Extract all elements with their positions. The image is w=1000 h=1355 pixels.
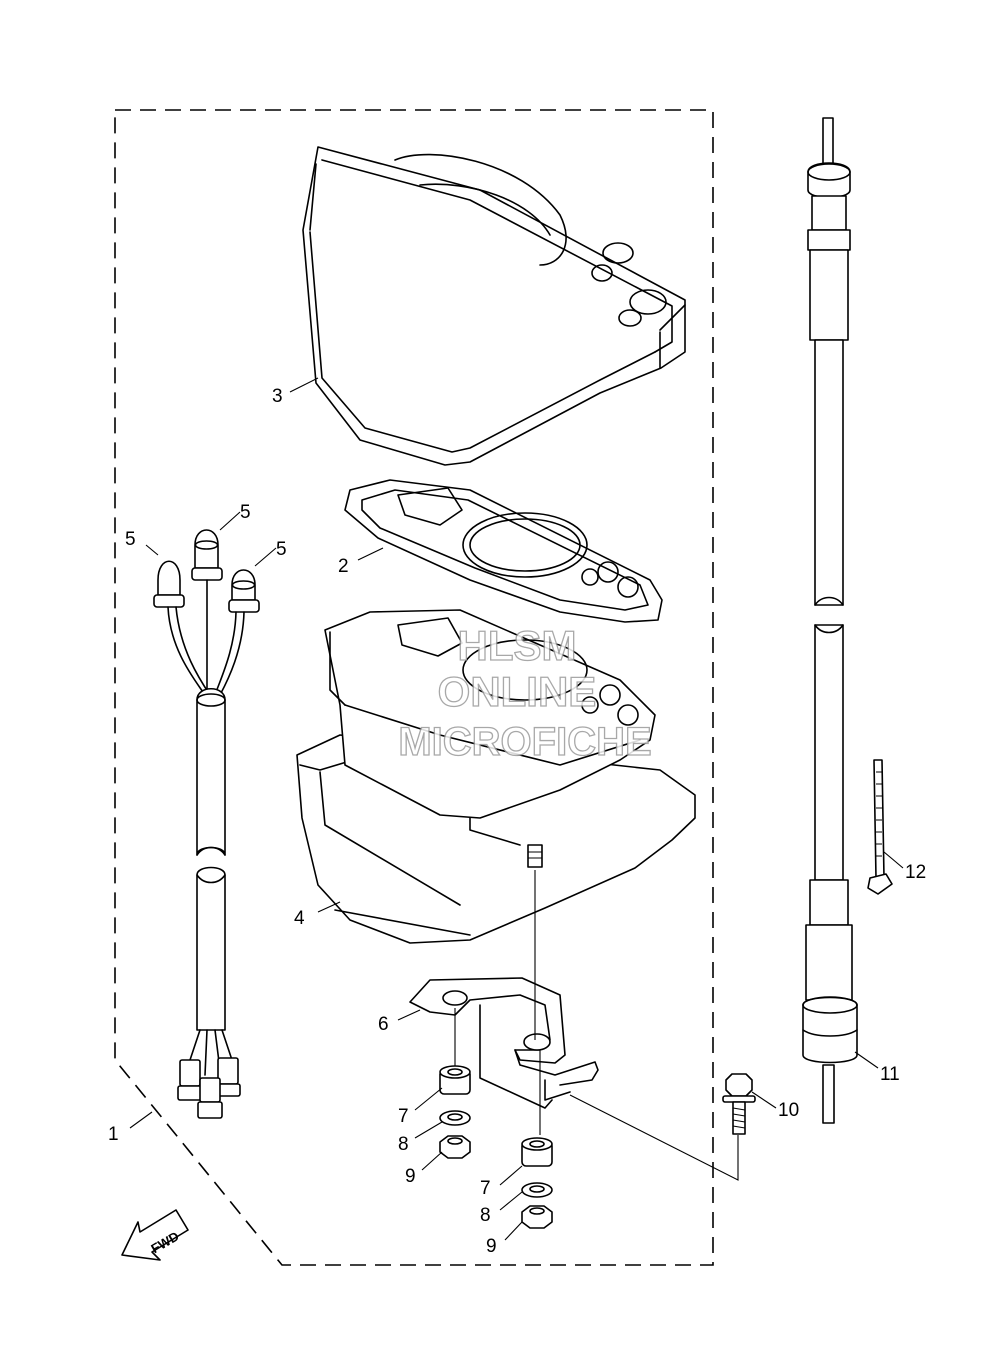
part-harness-connectors xyxy=(177,1057,241,1119)
watermark-line-1: HLSM xyxy=(458,622,577,669)
part-washer-right xyxy=(521,1182,553,1198)
callout-8-left: 8 xyxy=(398,1134,409,1155)
callout-9-right: 9 xyxy=(486,1236,497,1257)
part-bulb-left xyxy=(153,560,185,608)
part-bolt xyxy=(722,1073,756,1135)
callout-3: 3 xyxy=(272,386,283,407)
callout-8-right: 8 xyxy=(480,1205,491,1226)
callout-5-top: 5 xyxy=(240,502,251,523)
callout-4: 4 xyxy=(294,908,305,929)
callout-1: 1 xyxy=(108,1124,119,1145)
part-wire-harness xyxy=(167,579,245,1076)
callout-5-right: 5 xyxy=(276,539,287,560)
part-cable-tie xyxy=(867,759,893,895)
part-bulb-center xyxy=(191,529,223,581)
mount-line xyxy=(569,1094,739,1181)
part-damper-left xyxy=(439,1065,471,1095)
callout-9-left: 9 xyxy=(405,1166,416,1187)
assembly-boundary xyxy=(114,109,714,1266)
callout-7-right: 7 xyxy=(480,1178,491,1199)
callout-labels: 1 2 3 4 5 5 5 6 7 8 9 7 8 9 10 11 12 xyxy=(108,386,926,1257)
part-nut-left xyxy=(439,1135,471,1159)
callout-7-left: 7 xyxy=(398,1106,409,1127)
part-washer-left xyxy=(439,1110,471,1126)
part-nut-right xyxy=(521,1205,553,1229)
callout-2: 2 xyxy=(338,556,349,577)
callout-6: 6 xyxy=(378,1014,389,1035)
fwd-direction-arrow: FWD xyxy=(121,1209,189,1261)
part-bulb-right xyxy=(228,569,260,613)
part-bracket xyxy=(409,977,599,1109)
part-speedometer-cable xyxy=(802,117,858,1124)
leader-lines xyxy=(129,377,904,1241)
part-meter-cover xyxy=(302,146,686,466)
watermark-line-2: ONLINE xyxy=(438,668,597,715)
callout-12: 12 xyxy=(905,862,926,883)
part-meter-case xyxy=(296,609,696,944)
callout-5-left: 5 xyxy=(125,529,136,550)
watermark-line-3: MICROFICHE xyxy=(398,720,651,764)
callout-11: 11 xyxy=(880,1064,900,1085)
part-meter-panel xyxy=(344,479,663,623)
callout-10: 10 xyxy=(778,1100,799,1121)
watermark: HLSM ONLINE MICROFICHE xyxy=(398,621,653,764)
part-damper-right xyxy=(521,1137,553,1167)
